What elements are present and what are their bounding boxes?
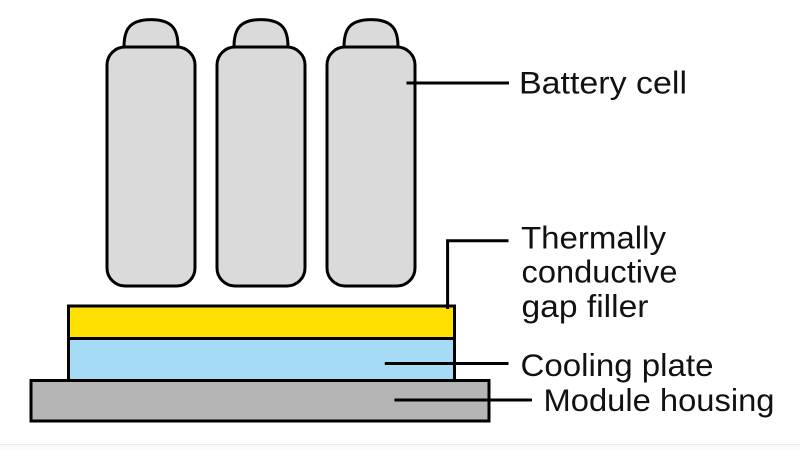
svg-text:Thermally: Thermally: [521, 219, 666, 255]
svg-text:Module housing: Module housing: [544, 382, 775, 418]
svg-text:Cooling plate: Cooling plate: [521, 347, 714, 383]
svg-text:conductive: conductive: [522, 254, 678, 290]
svg-text:gap filler: gap filler: [522, 288, 649, 324]
svg-text:Battery cell: Battery cell: [519, 65, 687, 101]
